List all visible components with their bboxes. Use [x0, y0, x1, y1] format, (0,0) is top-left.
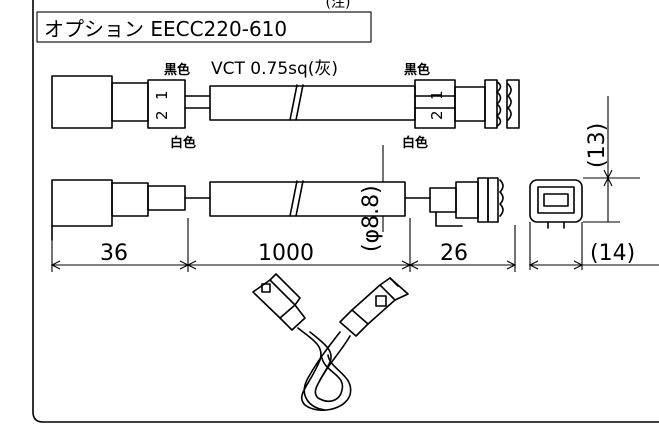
- header-partial-text: (注): [326, 0, 351, 11]
- pin-1-left: 1: [153, 90, 171, 100]
- diameter-text: (φ8.8): [359, 185, 384, 252]
- pin-2-right: 2: [428, 110, 446, 120]
- title-box: [36, 11, 372, 43]
- height-dimension: (13): [583, 96, 640, 223]
- label-white-left: 白色: [170, 135, 196, 151]
- side-view: [51, 177, 504, 241]
- diameter-dimension: (φ8.8): [359, 145, 384, 252]
- dim-1000: 1000: [258, 241, 314, 266]
- cable-sketch: [252, 273, 409, 411]
- dim-14: (14): [590, 241, 635, 266]
- dim-36: 36: [100, 241, 128, 266]
- dim-26: 26: [440, 241, 468, 266]
- top-view: [51, 75, 520, 129]
- sheet-frame: [32, 0, 659, 423]
- label-white-right: 白色: [402, 135, 428, 151]
- label-black-left: 黒色: [164, 62, 190, 78]
- height-text: (13): [585, 123, 610, 168]
- length-dimensions: [50, 218, 659, 272]
- label-black-right: 黒色: [404, 62, 430, 78]
- cable-spec-text: VCT 0.75sq(灰): [211, 59, 338, 79]
- end-view: [529, 179, 583, 270]
- title-text: オプション EECC220-610: [44, 17, 287, 41]
- pin-1-right: 1: [428, 90, 446, 100]
- pin-2-left: 2: [153, 110, 171, 120]
